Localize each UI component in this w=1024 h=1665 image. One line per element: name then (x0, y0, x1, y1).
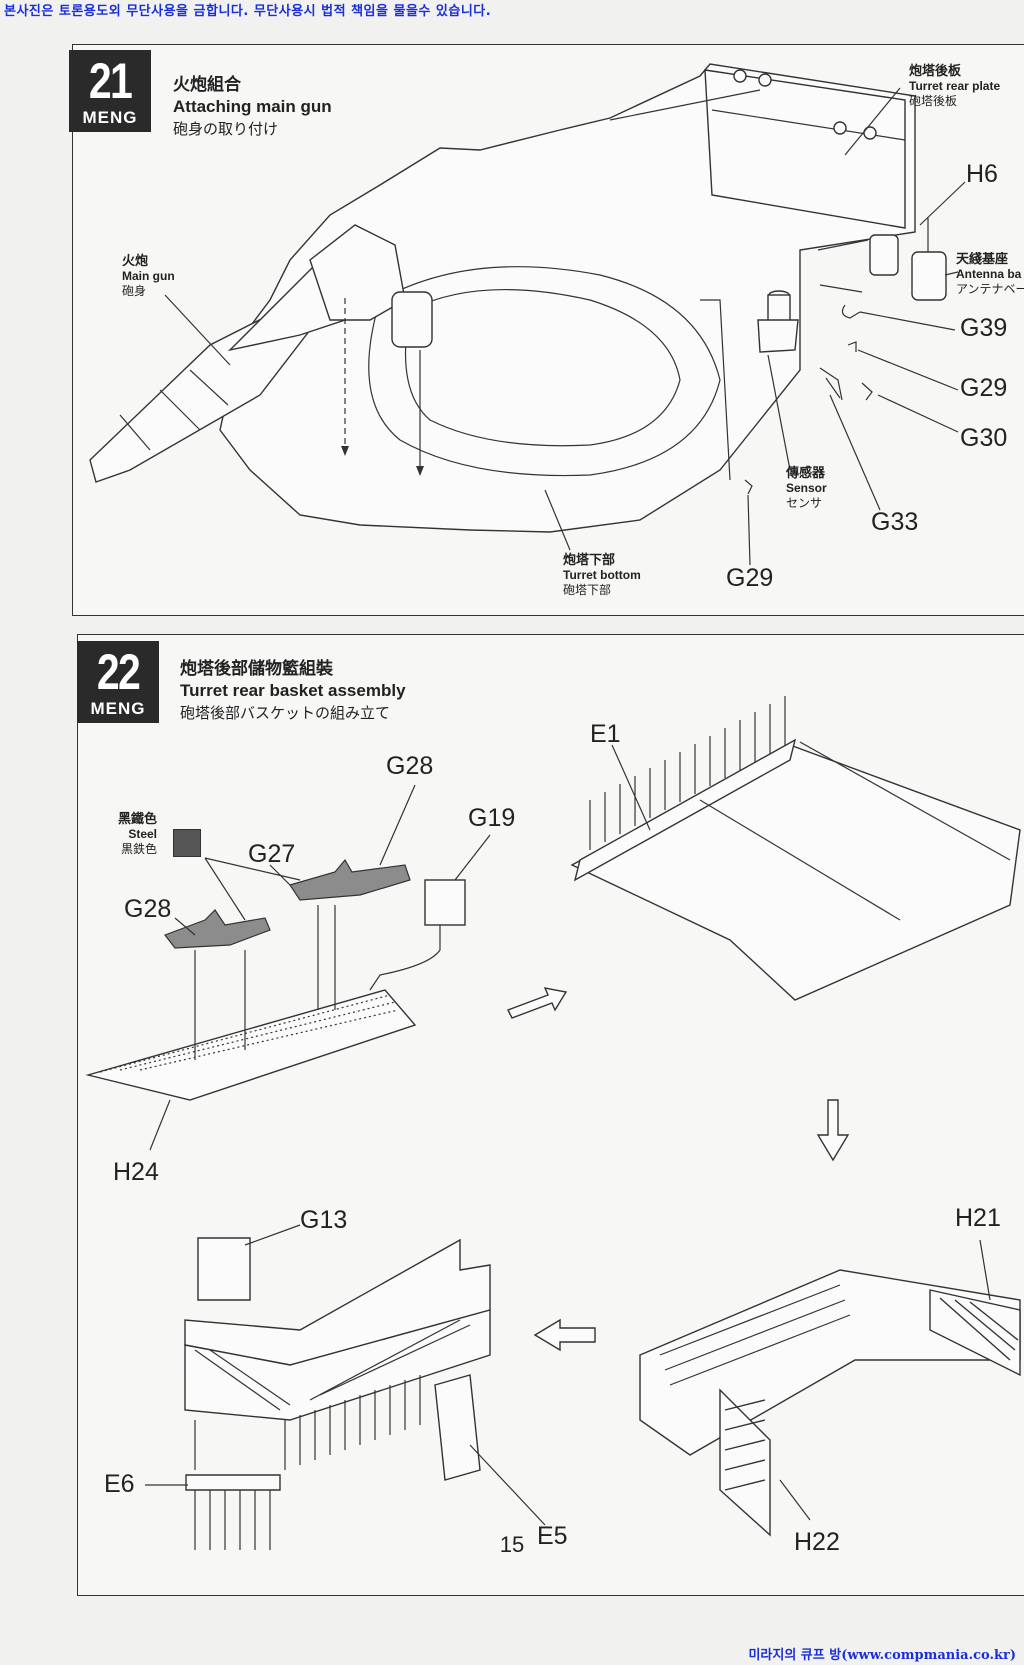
part-label: G29 (960, 374, 1008, 402)
callout-main-gun: 火炮 Main gun 砲身 (122, 254, 175, 299)
step-21-title: 火炮組合 Attaching main gun 砲身の取り付け (173, 74, 332, 140)
step-number: 22 (96, 644, 141, 700)
step-number: 21 (88, 53, 133, 109)
part-label: E1 (590, 720, 621, 748)
callout-en: Antenna ba (956, 267, 1022, 281)
step-21-badge: 21 MENG (69, 50, 151, 132)
callout-en: Sensor (786, 481, 827, 495)
brand-logo: MENG (90, 699, 146, 718)
part-label: G33 (871, 508, 919, 536)
part-label: G13 (300, 1206, 348, 1234)
step-22-title: 炮塔後部儲物籃組裝 Turret rear basket assembly 砲塔… (180, 658, 406, 724)
title-zh: 炮塔後部儲物籃組裝 (180, 659, 333, 679)
part-label: G30 (960, 424, 1008, 452)
part-label: G29 (726, 564, 774, 592)
title-en: Attaching main gun (173, 97, 332, 116)
callout-en: Turret rear plate (909, 79, 1001, 93)
callout-turret-rear-plate: 炮塔後板 Turret rear plate 砲塔後板 (909, 64, 1000, 109)
title-ja: 砲身の取り付け (173, 120, 279, 138)
title-en: Turret rear basket assembly (180, 681, 406, 700)
part-label: H6 (966, 160, 998, 188)
callout-ja: 砲身 (122, 284, 147, 298)
part-label: G19 (468, 804, 516, 832)
color-en: Steel (128, 827, 158, 841)
callout-sensor: 傳感器 Sensor センサ (786, 466, 827, 511)
callout-ja: センサ (786, 496, 823, 510)
part-label: G28 (386, 752, 434, 780)
page-number: 15 (499, 1532, 525, 1557)
callout-zh: 炮塔下部 (563, 553, 616, 568)
step-22-badge: 22 MENG (77, 641, 159, 723)
paint-brush-icon (173, 829, 201, 857)
callout-zh: 天綫基座 (956, 252, 1009, 267)
part-label: H24 (113, 1158, 159, 1186)
header-notice: 본사진은 토론용도외 무단사용을 금합니다. 무단사용시 법적 책임을 물을수 … (4, 4, 492, 19)
callout-zh: 火炮 (122, 254, 149, 269)
part-label: G39 (960, 314, 1008, 342)
callout-turret-bottom: 炮塔下部 Turret bottom 砲塔下部 (563, 553, 641, 598)
footer-site: 미라지의 큐프 방(www.compmania.co.kr) (748, 1648, 1016, 1663)
callout-zh: 炮塔後板 (909, 64, 962, 79)
part-label: H22 (794, 1528, 840, 1556)
brand-logo: MENG (82, 108, 138, 127)
color-note-steel: 黑鐵色 Steel 黒鉄色 (118, 812, 157, 857)
part-label: H21 (955, 1204, 1001, 1232)
callout-ja: 砲塔下部 (563, 583, 612, 597)
part-label: E6 (104, 1470, 135, 1498)
callout-en: Turret bottom (563, 568, 641, 582)
color-ja: 黒鉄色 (121, 842, 158, 856)
callout-ja: アンテナベー (956, 282, 1024, 296)
callout-en: Main gun (122, 269, 175, 283)
title-zh: 火炮組合 (173, 75, 241, 95)
callout-ja: 砲塔後板 (909, 94, 958, 108)
color-zh: 黑鐵色 (118, 812, 158, 827)
part-label: G28 (124, 895, 172, 923)
part-label: G27 (248, 840, 296, 868)
callout-zh: 傳感器 (786, 466, 826, 481)
title-ja: 砲塔後部バスケットの組み立て (180, 704, 391, 722)
callout-antenna-base: 天綫基座 Antenna ba アンテナベー (956, 252, 1024, 297)
part-label: E5 (537, 1522, 568, 1550)
